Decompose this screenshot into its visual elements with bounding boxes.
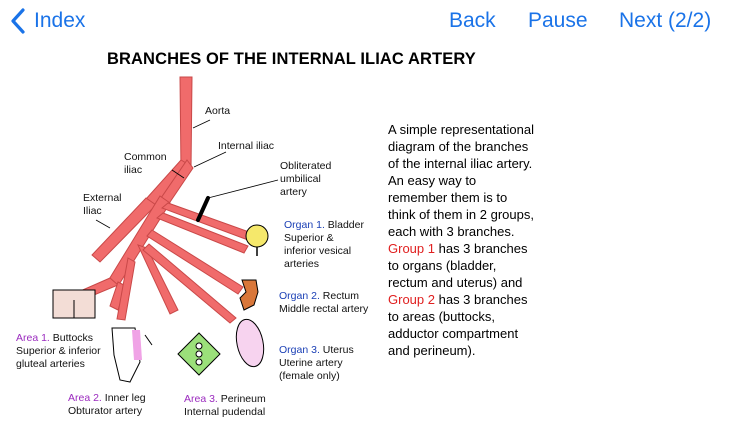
perineum-icon: [177, 332, 221, 376]
artery-tree: [77, 76, 253, 324]
pause-button[interactable]: Pause: [528, 9, 588, 32]
buttocks-icon: [52, 289, 96, 319]
back-button[interactable]: Back: [449, 9, 496, 32]
obliterated-umbilical-artery: [196, 196, 210, 222]
group2-highlight: Group 2: [388, 292, 435, 307]
area2-label: Area 2. Inner leg Obturator artery: [68, 392, 146, 417]
top-nav-bar: Index Back Pause Next (2/2): [0, 0, 750, 42]
aorta-label: Aorta: [205, 105, 231, 117]
group1-highlight: Group 1: [388, 241, 435, 256]
internal-iliac-label: Internal iliac: [218, 140, 275, 152]
description-paragraph: A simple representational diagram of the…: [388, 122, 534, 358]
page-title: BRANCHES OF THE INTERNAL ILIAC ARTERY: [107, 50, 476, 68]
artery-diagram: [52, 76, 279, 383]
chevron-left-icon[interactable]: [10, 8, 26, 34]
index-button[interactable]: Index: [34, 9, 86, 32]
rectum-icon: [239, 279, 259, 311]
organ1-label: Organ 1. Bladder Superior & inferior ves…: [284, 219, 364, 270]
uterus-icon: [235, 318, 265, 368]
area1-label: Area 1. Buttocks Superior & inferior glu…: [16, 332, 101, 370]
next-button[interactable]: Next (2/2): [619, 9, 712, 32]
area3-label: Area 3. Perineum Internal pudendal: [184, 393, 266, 418]
external-iliac-label: External Iliac: [83, 192, 122, 217]
common-iliac-label: Common iliac: [124, 151, 167, 176]
obliterated-umbilical-label: Obliterated umbilical artery: [280, 160, 332, 198]
organ3-label: Organ 3. Uterus Uterine artery (female o…: [279, 344, 354, 382]
label-pointers: [95, 119, 279, 229]
organ2-label: Organ 2. Rectum Middle rectal artery: [279, 290, 369, 315]
bladder-icon: [245, 224, 269, 256]
inner-leg-icon: [111, 327, 153, 383]
